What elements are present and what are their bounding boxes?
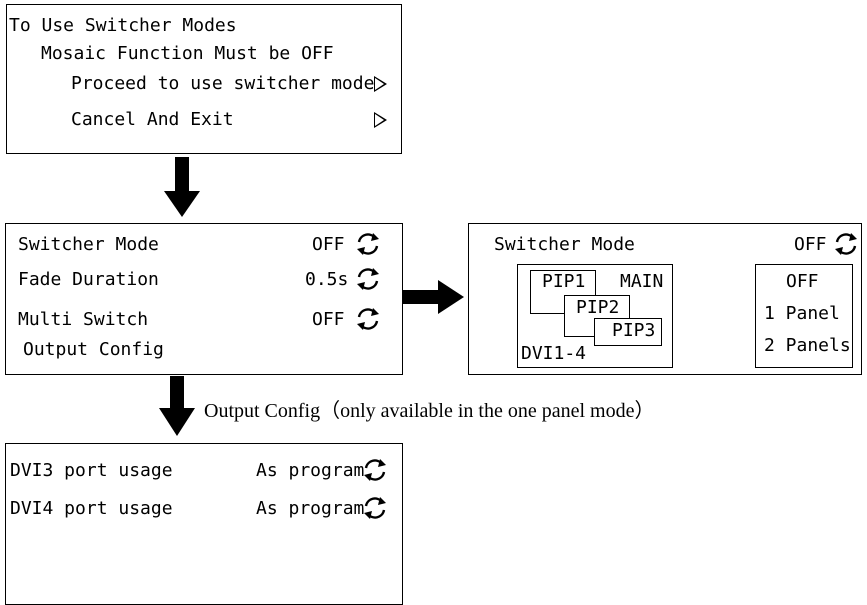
main-label: MAIN bbox=[620, 271, 664, 292]
proceed-play-icon bbox=[374, 76, 387, 92]
switcher-mode-cycle-icon-2[interactable] bbox=[833, 232, 859, 256]
fade-duration-cycle-icon[interactable] bbox=[355, 267, 381, 291]
switcher-mode-label: Switcher Mode bbox=[18, 234, 159, 255]
output-config-caption: Output Config（only available in the one … bbox=[204, 400, 655, 422]
menu-output-config: DVI3 port usage As program DVI4 port usa… bbox=[5, 443, 403, 605]
down-arrow-icon bbox=[164, 157, 200, 217]
pip3-box bbox=[594, 318, 662, 346]
menu-switcher-confirm: To Use Switcher Modes Mosaic Function Mu… bbox=[6, 4, 402, 154]
dvi3-cycle-icon[interactable] bbox=[362, 458, 388, 482]
multi-switch-value[interactable]: OFF bbox=[312, 309, 345, 330]
dvi3-usage-value[interactable]: As program bbox=[256, 460, 365, 481]
dvi3-usage-label: DVI3 port usage bbox=[10, 460, 173, 481]
menu-switcher-mode-options: Switcher Mode OFF PIP1 MAIN PIP2 PIP3 DV… bbox=[468, 223, 862, 375]
fade-duration-value[interactable]: 0.5s bbox=[305, 269, 349, 290]
dvi-label: DVI1-4 bbox=[521, 343, 587, 364]
right-arrow-icon bbox=[402, 280, 464, 314]
switcher-mode-label-2: Switcher Mode bbox=[494, 234, 635, 255]
dvi4-cycle-icon[interactable] bbox=[362, 496, 388, 520]
fade-duration-label: Fade Duration bbox=[18, 269, 159, 290]
switcher-options-list: OFF 1 Panel 2 Panels bbox=[755, 264, 853, 368]
menu-switcher-settings: Switcher Mode OFF Fade Duration 0.5s Mul… bbox=[5, 223, 403, 375]
cancel-play-icon bbox=[374, 112, 387, 128]
switcher-mode-cycle-icon[interactable] bbox=[355, 232, 381, 256]
option-1-panel[interactable]: 1 Panel bbox=[764, 303, 840, 324]
switcher-mode-value-2[interactable]: OFF bbox=[794, 234, 827, 255]
menu1-title: To Use Switcher Modes bbox=[9, 15, 237, 36]
pip3-label: PIP3 bbox=[612, 320, 656, 341]
pip1-label: PIP1 bbox=[542, 271, 586, 292]
pip2-label: PIP2 bbox=[576, 297, 620, 318]
proceed-option[interactable]: Proceed to use switcher mode bbox=[71, 73, 375, 94]
multi-switch-cycle-icon[interactable] bbox=[355, 307, 381, 331]
switcher-mode-value[interactable]: OFF bbox=[312, 234, 345, 255]
output-config-item[interactable]: Output Config bbox=[23, 339, 164, 360]
menu1-subtitle: Mosaic Function Must be OFF bbox=[41, 43, 334, 64]
layout-diagram: PIP1 MAIN PIP2 PIP3 DVI1-4 bbox=[517, 264, 673, 368]
option-off[interactable]: OFF bbox=[786, 271, 819, 292]
cancel-option[interactable]: Cancel And Exit bbox=[71, 109, 234, 130]
dvi4-usage-value[interactable]: As program bbox=[256, 498, 365, 519]
option-2-panels[interactable]: 2 Panels bbox=[764, 335, 851, 356]
down-arrow-icon-2 bbox=[159, 376, 195, 436]
multi-switch-label: Multi Switch bbox=[18, 309, 149, 330]
dvi4-usage-label: DVI4 port usage bbox=[10, 498, 173, 519]
